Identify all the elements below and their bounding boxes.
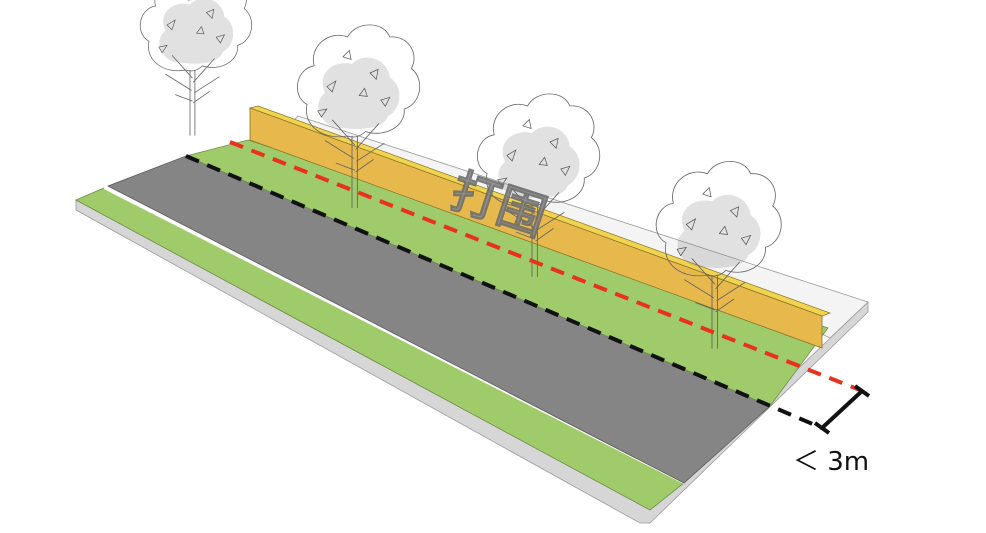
left-grass-edge (103, 187, 685, 484)
tree-icon (139, 0, 253, 137)
hoarding-wall (249, 107, 823, 349)
dimension-marker (813, 384, 871, 435)
red-boundary-line (229, 140, 861, 392)
dimension-label: ＜ 3m (793, 447, 869, 477)
black-road-edge-line (185, 154, 823, 430)
